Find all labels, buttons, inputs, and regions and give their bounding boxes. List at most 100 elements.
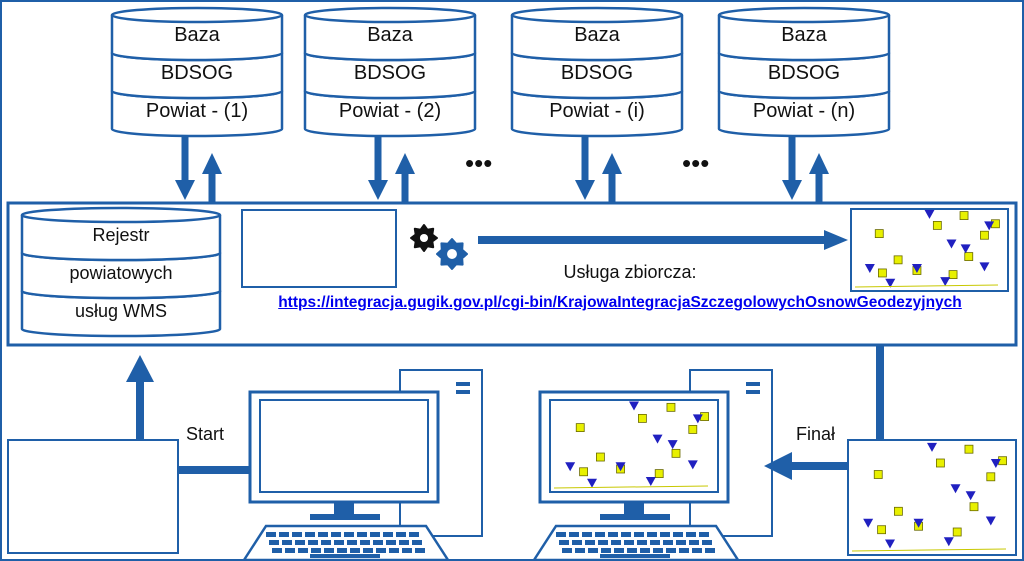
registry-segment xyxy=(20,253,222,300)
database-1-segment-top xyxy=(110,6,284,24)
map-top-point-marker xyxy=(964,252,974,261)
map-top-point-marker xyxy=(893,255,903,265)
map-screen-point-marker xyxy=(575,423,585,433)
map-screen-point-marker xyxy=(596,452,605,462)
map-final-triangle-marker xyxy=(990,459,1001,468)
start-label: Start xyxy=(186,424,225,444)
map-screen-point-marker xyxy=(666,402,676,412)
map-top-point-marker xyxy=(932,220,942,230)
database-2-segment xyxy=(303,15,477,62)
database-3-segment xyxy=(510,53,684,100)
map-screen-triangle-marker xyxy=(652,434,663,444)
service-label: Usługa zbiorcza: xyxy=(563,262,697,282)
start-panel xyxy=(7,439,179,554)
map-screen-triangle-marker xyxy=(692,414,703,424)
map-top-triangle-marker xyxy=(946,239,957,249)
map-final-triangle-marker xyxy=(863,518,874,528)
map-top-triangle-marker xyxy=(979,262,990,272)
registry-label: Rejestr xyxy=(92,225,149,245)
database-3-segment xyxy=(510,15,684,62)
map-top-triangle-marker xyxy=(984,221,995,231)
database-3-segment-top xyxy=(510,6,684,24)
database-4-label: Powiat - (n) xyxy=(753,100,855,122)
map-top-point-marker xyxy=(878,268,887,278)
database-2-label: BDSOG xyxy=(354,62,426,84)
desktop-computer-icon xyxy=(241,369,483,561)
map-top-frame xyxy=(850,208,1009,292)
map-top-point-marker xyxy=(980,230,989,240)
map-screen-point-marker xyxy=(688,425,698,434)
up-arrow-head-4 xyxy=(809,153,829,174)
down-arrow-head-3 xyxy=(575,180,595,200)
map-screen-triangle-marker xyxy=(645,476,656,486)
database-1-label: Powiat - (1) xyxy=(146,100,248,122)
service-url-link[interactable]: https://integracja.gugik.gov.pl/cgi-bin/… xyxy=(278,294,962,311)
map-top-triangle-marker xyxy=(960,244,971,254)
map-final-triangle-marker xyxy=(885,539,895,549)
map-final-frame xyxy=(847,439,1017,556)
database-2-segment xyxy=(303,91,477,138)
up-arrow-head-1 xyxy=(202,153,222,174)
database-4-segment xyxy=(717,53,891,100)
map-screen-triangle-marker xyxy=(687,460,698,470)
map-final-point-marker xyxy=(873,470,883,479)
database-1-label: BDSOG xyxy=(161,62,233,84)
map-top-triangle-marker xyxy=(885,278,896,288)
map-final-point-marker xyxy=(986,472,996,482)
down-arrow-head-1 xyxy=(175,180,195,200)
map-final-point-marker xyxy=(969,502,979,512)
map-top-triangle-marker xyxy=(924,209,935,219)
ellipsis-right: ••• xyxy=(682,148,709,178)
monitor-screen xyxy=(259,399,429,493)
map-top-point-marker xyxy=(959,211,969,220)
database-1-segment xyxy=(110,15,284,62)
database-4-segment xyxy=(717,91,891,138)
map-screen-point-marker xyxy=(579,467,588,477)
database-1-label: Baza xyxy=(174,24,220,46)
map-screen-point-marker xyxy=(671,448,681,458)
final-label: Finał xyxy=(796,424,836,444)
map-screen-point-marker xyxy=(700,412,709,421)
map-final-point-marker xyxy=(936,458,945,468)
map-final-triangle-marker xyxy=(985,516,996,526)
database-2-segment-top xyxy=(303,6,477,24)
process-arrow-head xyxy=(824,230,848,250)
registry-label: powiatowych xyxy=(69,263,172,283)
map-preview-final xyxy=(847,439,1017,556)
input-panel xyxy=(241,209,397,288)
map-final-triangle-marker xyxy=(913,518,924,528)
map-preview-top xyxy=(850,208,1009,292)
database-3-label: Baza xyxy=(574,24,620,46)
map-screen-triangle-marker xyxy=(629,401,639,411)
map-final-triangle-marker xyxy=(965,491,976,501)
down-arrow-head-4 xyxy=(782,180,802,200)
database-1-segment xyxy=(110,91,284,138)
map-final-point-marker xyxy=(877,525,886,535)
database-2-segment xyxy=(303,53,477,100)
gears-icon xyxy=(410,224,468,270)
map-final-point-marker xyxy=(952,527,962,537)
database-3-segment xyxy=(510,91,684,138)
map-screen-triangle-marker xyxy=(565,462,576,472)
database-4-segment-top xyxy=(717,6,891,24)
map-screen-triangle-marker xyxy=(615,462,626,472)
database-2-label: Baza xyxy=(367,24,413,46)
map-top-triangle-marker xyxy=(940,277,951,287)
map-screen-triangle-marker xyxy=(667,440,678,450)
map-screen-point-marker xyxy=(654,469,664,479)
map-final-triangle-marker xyxy=(943,537,954,547)
registry-segment-top xyxy=(20,206,222,224)
map-screen-triangle-marker xyxy=(587,478,597,488)
map-screen-point-marker xyxy=(638,413,647,423)
map-top-triangle-marker xyxy=(911,264,922,274)
database-4-label: BDSOG xyxy=(768,62,840,84)
database-1-segment xyxy=(110,53,284,100)
ellipsis-left: ••• xyxy=(465,148,492,178)
map-top-point-marker xyxy=(948,270,958,280)
